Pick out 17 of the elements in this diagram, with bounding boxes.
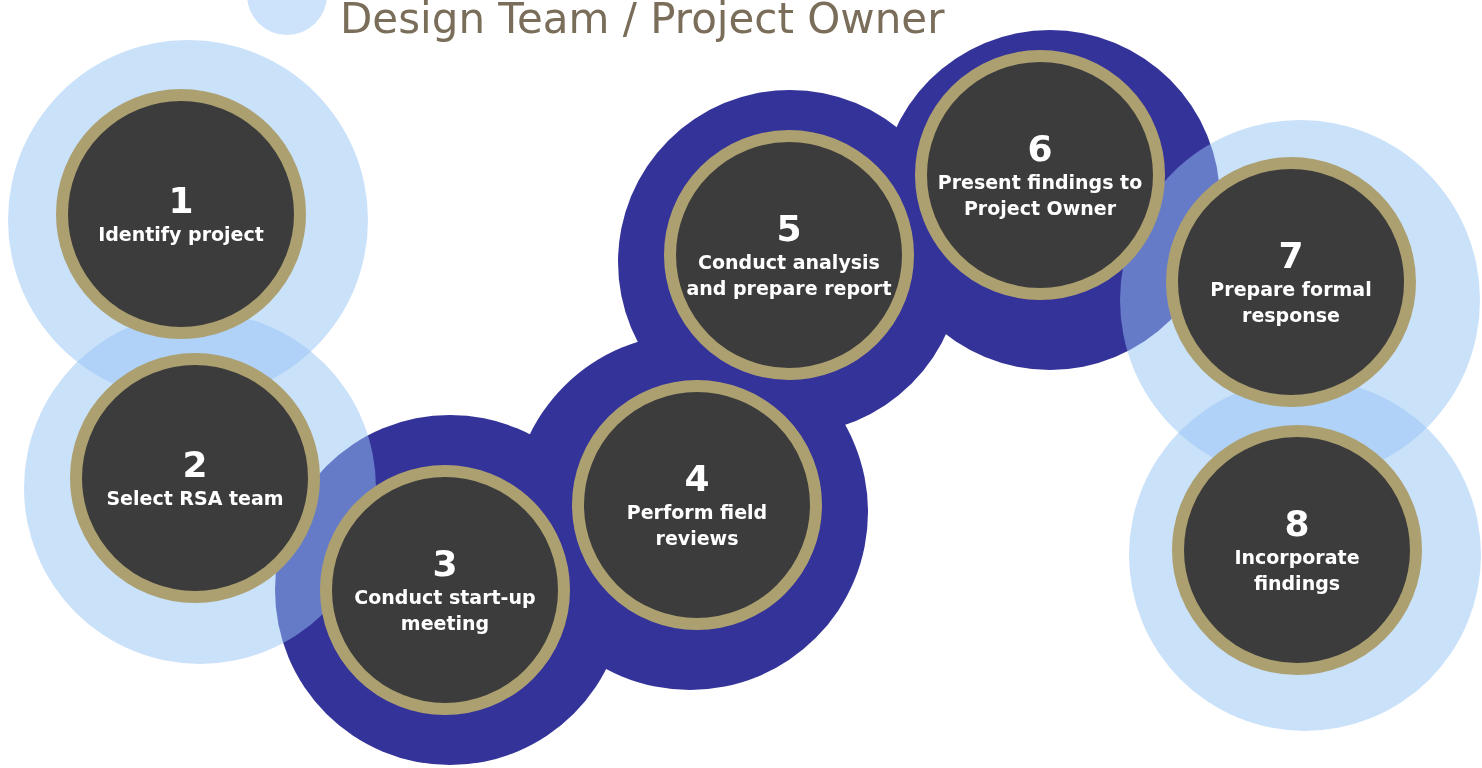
step-label: Perform field reviews	[625, 500, 769, 551]
step-number: 7	[1278, 236, 1304, 276]
step-label: Conduct start-up meeting	[353, 585, 537, 636]
step-number: 1	[168, 181, 194, 221]
step-label: Identify project	[98, 222, 264, 247]
step-number: 4	[684, 459, 710, 499]
step-label: Conduct analysis and prepare report	[685, 250, 893, 301]
step-label: Select RSA team	[106, 486, 284, 511]
step-label: Prepare formal response	[1209, 277, 1373, 328]
step-number: 2	[182, 445, 208, 485]
step-number: 5	[776, 209, 802, 249]
step-label: Incorporate findings	[1233, 545, 1361, 596]
step-label: Present findings to Project Owner	[936, 170, 1144, 221]
step-number: 8	[1284, 504, 1310, 544]
title: Design Team / Project Owner	[340, 0, 945, 43]
step-number: 3	[432, 544, 458, 584]
step-number: 6	[1027, 129, 1053, 169]
